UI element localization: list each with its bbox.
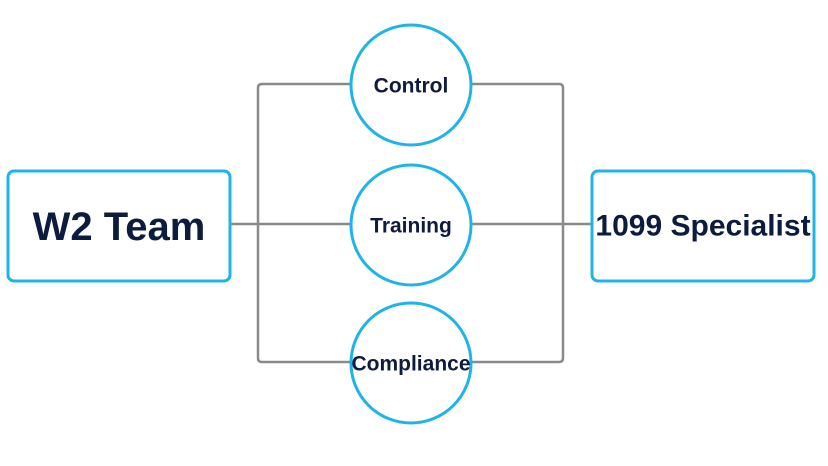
node-control: Control (349, 23, 473, 147)
node-w2-team-box (6, 169, 232, 283)
node-1099-specialist-label: 1099 Specialist (595, 210, 810, 243)
connectors (230, 82, 592, 364)
node-training: Training (349, 163, 473, 287)
node-control-label: Control (374, 75, 449, 98)
node-compliance: Compliance (349, 301, 473, 425)
node-training-label: Training (370, 215, 452, 238)
node-control-circle (349, 23, 473, 147)
node-w2-team: W2 Team (6, 169, 232, 283)
node-1099-specialist-box (590, 169, 816, 283)
node-compliance-label: Compliance (351, 353, 470, 376)
node-1099-specialist: 1099 Specialist (590, 169, 816, 283)
node-compliance-circle (349, 301, 473, 425)
node-training-circle (349, 163, 473, 287)
node-w2-team-label: W2 Team (33, 205, 206, 249)
